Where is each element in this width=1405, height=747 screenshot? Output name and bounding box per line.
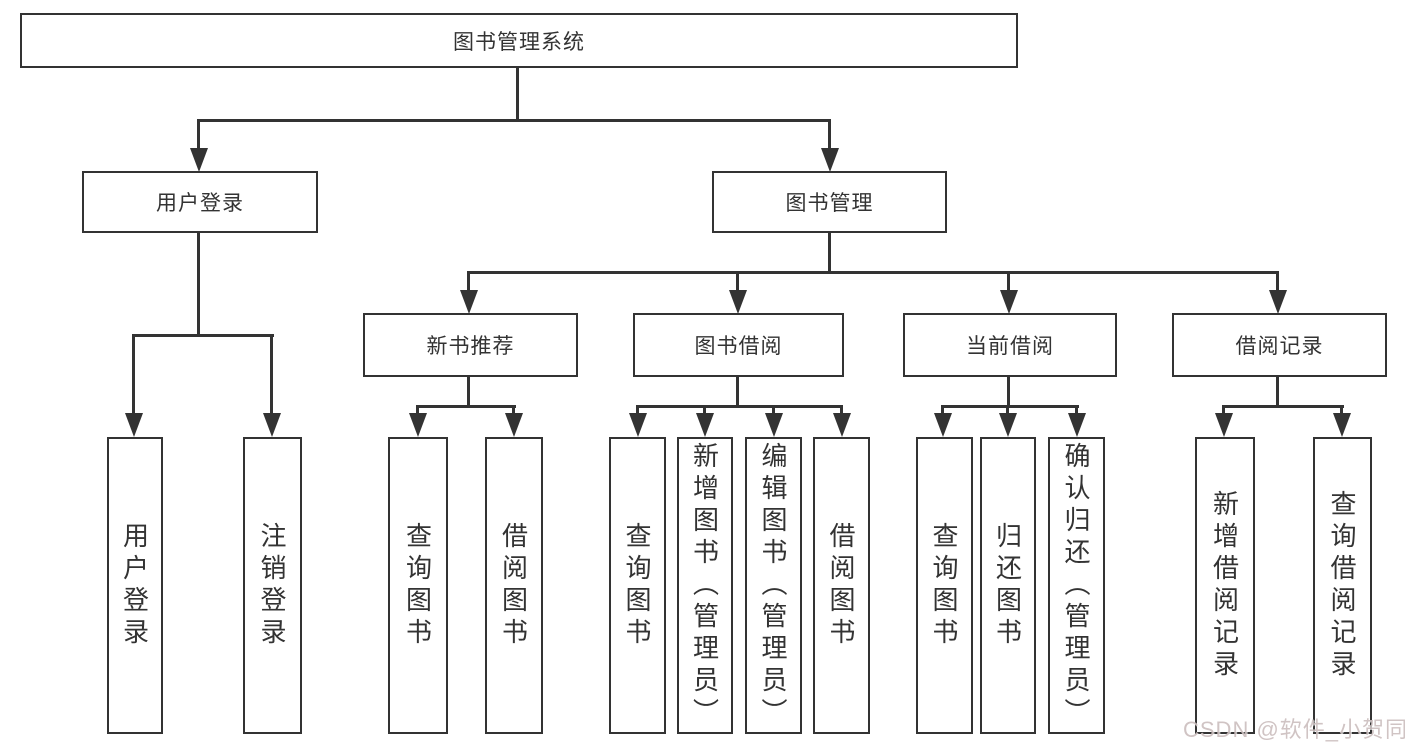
connector-root-stem (516, 68, 519, 122)
arrowhead-borrow-2 (833, 413, 851, 437)
arrowhead-leaf-login (125, 413, 143, 437)
leaf-add-borrow-record: 新增借阅记录 (1195, 437, 1255, 734)
arrowhead-user-login (190, 148, 208, 172)
leaf-return-books: 归还图书 (980, 437, 1036, 734)
connector-drop-confirm-return (1075, 405, 1078, 415)
connector-borrowing-stem (736, 377, 739, 408)
arrowhead-leaf-logout (263, 413, 281, 437)
connector-drop-edit-books (772, 405, 775, 415)
leaf-query-books-borrowing: 查询图书 (609, 437, 666, 734)
connector-current-stem (1007, 377, 1010, 408)
connector-level3-branch (467, 271, 1279, 274)
node-root-library-system: 图书管理系统 (20, 13, 1018, 68)
leaf-query-books-recommend: 查询图书 (388, 437, 448, 734)
connector-user-login-branch (132, 334, 274, 337)
arrowhead-borrowing (729, 290, 747, 314)
connector-drop-add-record (1222, 405, 1225, 415)
node-new-book-recommendation: 新书推荐 (363, 313, 578, 377)
leaf-logout: 注销登录 (243, 437, 302, 734)
node-user-login: 用户登录 (82, 171, 318, 233)
connector-drop-add-books (703, 405, 706, 415)
connector-drop-query-2 (636, 405, 639, 415)
leaf-query-books-current: 查询图书 (916, 437, 973, 734)
arrowhead-query-1 (409, 413, 427, 437)
arrowhead-confirm-return (1068, 413, 1086, 437)
connector-drop-query-3 (941, 405, 944, 415)
leaf-borrow-books-recommend: 借阅图书 (485, 437, 543, 734)
connector-drop-borrow-2 (840, 405, 843, 415)
connector-user-login-stem (197, 233, 200, 336)
arrowhead-recommend (460, 290, 478, 314)
connector-drop-recommend (467, 271, 470, 293)
csdn-watermark: CSDN @软件_小贺同学 (1183, 717, 1405, 742)
connector-drop-leaf-logout (270, 334, 273, 416)
arrowhead-add-books (696, 413, 714, 437)
connector-drop-current (1007, 271, 1010, 293)
connector-current-branch (941, 405, 1079, 408)
arrowhead-query-record (1333, 413, 1351, 437)
connector-recommend-stem (467, 377, 470, 408)
arrowhead-query-2 (629, 413, 647, 437)
node-book-borrowing: 图书借阅 (633, 313, 844, 377)
leaf-edit-books-admin: 编辑图书（管理员） (745, 437, 802, 734)
node-current-borrowing: 当前借阅 (903, 313, 1117, 377)
connector-level2-branch (197, 119, 831, 122)
connector-drop-return-books (1006, 405, 1009, 415)
connector-drop-book-management (828, 119, 831, 151)
leaf-query-borrow-record: 查询借阅记录 (1313, 437, 1372, 734)
connector-drop-borrowing (736, 271, 739, 293)
node-book-management: 图书管理 (712, 171, 947, 233)
connector-borrowing-branch (636, 405, 842, 408)
connector-book-management-stem (828, 233, 831, 274)
connector-drop-query-1 (416, 405, 419, 415)
arrowhead-book-management (821, 148, 839, 172)
connector-records-branch (1222, 405, 1344, 408)
arrowhead-records (1269, 290, 1287, 314)
connector-drop-borrow-1 (512, 405, 515, 415)
node-borrowing-records: 借阅记录 (1172, 313, 1387, 377)
leaf-add-books-admin: 新增图书（管理员） (677, 437, 733, 734)
leaf-user-login: 用户登录 (107, 437, 163, 734)
connector-recommend-branch (416, 405, 516, 408)
arrowhead-current (1000, 290, 1018, 314)
arrowhead-borrow-1 (505, 413, 523, 437)
connector-drop-user-login (197, 119, 200, 151)
connector-drop-leaf-login (132, 334, 135, 416)
arrowhead-edit-books (765, 413, 783, 437)
arrowhead-add-record (1215, 413, 1233, 437)
leaf-confirm-return-admin: 确认归还（管理员） (1048, 437, 1105, 734)
connector-records-stem (1276, 377, 1279, 408)
connector-drop-query-record (1340, 405, 1343, 415)
leaf-borrow-books: 借阅图书 (813, 437, 870, 734)
connector-drop-records (1276, 271, 1279, 293)
arrowhead-return-books (999, 413, 1017, 437)
arrowhead-query-3 (934, 413, 952, 437)
